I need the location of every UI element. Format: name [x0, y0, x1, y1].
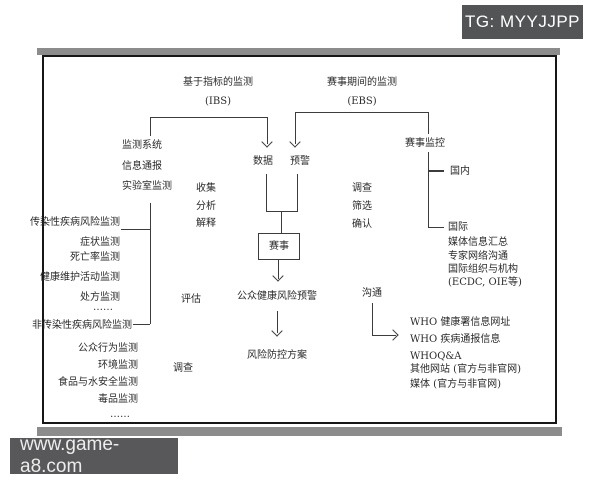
- risk-item: 死亡率监测: [70, 252, 120, 263]
- source-item: 实验室监测: [122, 181, 172, 192]
- source-item: 信息通报: [122, 161, 162, 172]
- telegram-badge-text: TG: MYYJJPP: [464, 12, 581, 31]
- assess-label: 评估: [181, 294, 201, 305]
- ibs-to-data-line: [267, 117, 268, 144]
- ebs-to-alert-line: [295, 112, 296, 144]
- process-step: 分析: [196, 201, 216, 212]
- join-to-event-line: [281, 211, 282, 233]
- domestic-tick: [429, 170, 444, 172]
- public-health-warning-label: 公众健康风险预警: [237, 291, 317, 302]
- ebs-title: 赛事期间的监测: [327, 77, 397, 88]
- source-item: 监测系统: [122, 140, 162, 151]
- alert-label: 预警: [290, 156, 310, 167]
- noncommunicable-title: 非传染性疾病风险监测: [32, 320, 132, 331]
- process-step: 解释: [196, 218, 216, 229]
- event-down-line: [278, 259, 279, 279]
- data-down-line: [266, 174, 267, 212]
- telegram-badge: TG: MYYJJPP: [462, 5, 583, 39]
- ibs-bracket-line: [150, 117, 268, 118]
- bottom-gray-bar: [37, 427, 562, 436]
- communicate-right-line: [372, 335, 396, 336]
- international-item: 媒体信息汇总: [448, 237, 508, 248]
- communication-item: 其他网站 (官方与非官网): [410, 364, 521, 375]
- ebs-bracket-line: [295, 112, 429, 113]
- join-line: [266, 211, 298, 212]
- alert-down-line: [297, 174, 298, 212]
- international-item: (ECDC, OIE等): [448, 277, 522, 288]
- risk-item: 健康维护活动监测: [40, 272, 120, 283]
- communicate-down-line: [372, 303, 373, 336]
- ibs-bracket-left-tick: [150, 117, 151, 136]
- ibs-title: 基于指标的监测: [183, 77, 253, 88]
- noncomm-item: 毒品监测: [98, 394, 138, 405]
- process-step: 收集: [196, 183, 216, 194]
- noncomm-item: 环境监测: [98, 360, 138, 371]
- risk-item: 传染性疾病风险监测: [30, 217, 120, 228]
- risk-plan-label: 风险防控方案: [247, 350, 307, 361]
- communication-item: WHOQ&A: [410, 351, 462, 362]
- risk-bracket-tick-top: [121, 229, 150, 230]
- watermark-text: www.game-a8.com: [20, 434, 120, 477]
- ibs-abbr: (IBS): [205, 96, 231, 107]
- domestic-label: 国内: [450, 166, 470, 177]
- noncomm-item: 公众行为监测: [78, 343, 138, 354]
- international-item: 专家网络沟通: [448, 251, 508, 262]
- watermark: www.game-a8.com: [10, 434, 178, 477]
- event-box: 赛事: [258, 233, 300, 260]
- ebs-bracket-right-tick: [428, 112, 429, 134]
- international-label: 国际: [448, 222, 468, 233]
- ebs-step: 确认: [352, 219, 372, 230]
- international-item: 国际组织与机构: [448, 264, 518, 275]
- communicate-label: 沟通: [362, 288, 382, 299]
- warning-down-line: [277, 311, 278, 333]
- communication-item: 媒体 (官方与非官网): [410, 379, 501, 390]
- communication-item: WHO 疾病通报信息: [410, 334, 501, 345]
- risk-item-ellipsis: ……: [93, 302, 113, 313]
- ebs-abbr: (EBS): [347, 96, 377, 107]
- event-monitoring-label: 赛事监控: [405, 138, 445, 149]
- communication-item: WHO 健康署信息网址: [410, 317, 511, 328]
- data-label: 数据: [253, 156, 273, 167]
- event-monitoring-line: [428, 152, 429, 228]
- ebs-step: 筛选: [352, 201, 372, 212]
- risk-bracket-tick-bottom: [133, 324, 150, 325]
- noncomm-item: 食品与水安全监测: [58, 377, 138, 388]
- risk-bracket-line: [150, 203, 151, 324]
- risk-item: 处方监测: [80, 292, 120, 303]
- noncomm-item-ellipsis: ……: [110, 409, 130, 420]
- top-gray-bar: [37, 48, 560, 55]
- ebs-step: 调查: [352, 183, 372, 194]
- international-tick: [429, 227, 444, 228]
- risk-item: 症状监测: [80, 237, 120, 248]
- investigate-label: 调查: [173, 363, 193, 374]
